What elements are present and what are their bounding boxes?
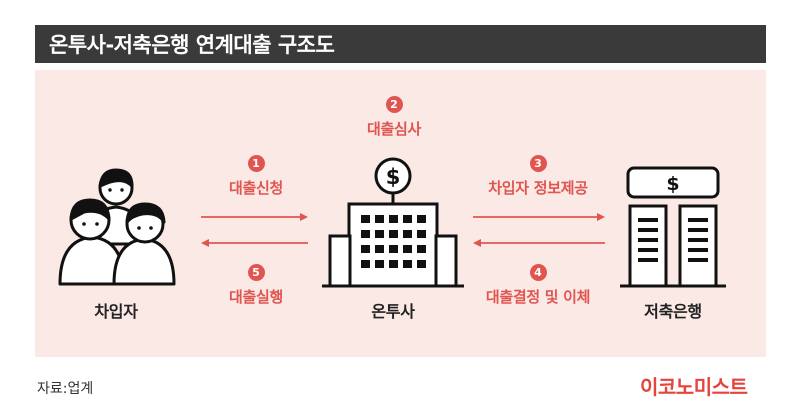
step-4-decision: 4 대출결정 및 이체	[466, 264, 610, 307]
step-label: 차입자 정보제공	[488, 179, 588, 197]
step-number-badge: 4	[529, 264, 547, 281]
step-5-execute: 5 대출실행	[214, 264, 298, 307]
ontusa-label: 온투사	[371, 302, 415, 321]
title-bar: 온투사-저축은행 연계대출 구조도	[35, 25, 766, 63]
step-1-apply: 1 대출신청	[214, 155, 298, 198]
arrow-info-right	[473, 213, 605, 221]
savings-bank-label: 저축은행	[644, 302, 702, 321]
step-2-review: 2 대출심사	[352, 96, 436, 139]
step-label: 대출결정 및 이체	[485, 288, 591, 306]
ontusa-building-icon: $	[322, 157, 464, 288]
arrow-apply-right	[201, 213, 308, 221]
source-note: 자료:업계	[37, 381, 94, 397]
bank-dollar-icon: $	[666, 173, 679, 195]
arrow-decision-left	[473, 239, 605, 247]
savings-bank-icon: $	[620, 166, 726, 288]
brand-logo: 이코노미스트	[640, 375, 748, 399]
step-number-badge: 3	[529, 155, 547, 172]
step-label: 대출심사	[366, 120, 421, 138]
ontusa-dollar-icon: $	[386, 165, 401, 189]
step-label: 대출신청	[228, 179, 283, 197]
page-title: 온투사-저축은행 연계대출 구조도	[49, 33, 335, 57]
step-number-badge: 1	[247, 155, 265, 172]
step-number-badge: 5	[247, 264, 265, 281]
arrow-execute-left	[201, 239, 308, 247]
borrower-label: 차입자	[94, 302, 138, 321]
step-label: 대출실행	[228, 288, 283, 306]
step-number-badge: 2	[385, 96, 403, 113]
step-3-info: 3 차입자 정보제공	[468, 155, 608, 198]
borrower-icon	[58, 168, 176, 286]
